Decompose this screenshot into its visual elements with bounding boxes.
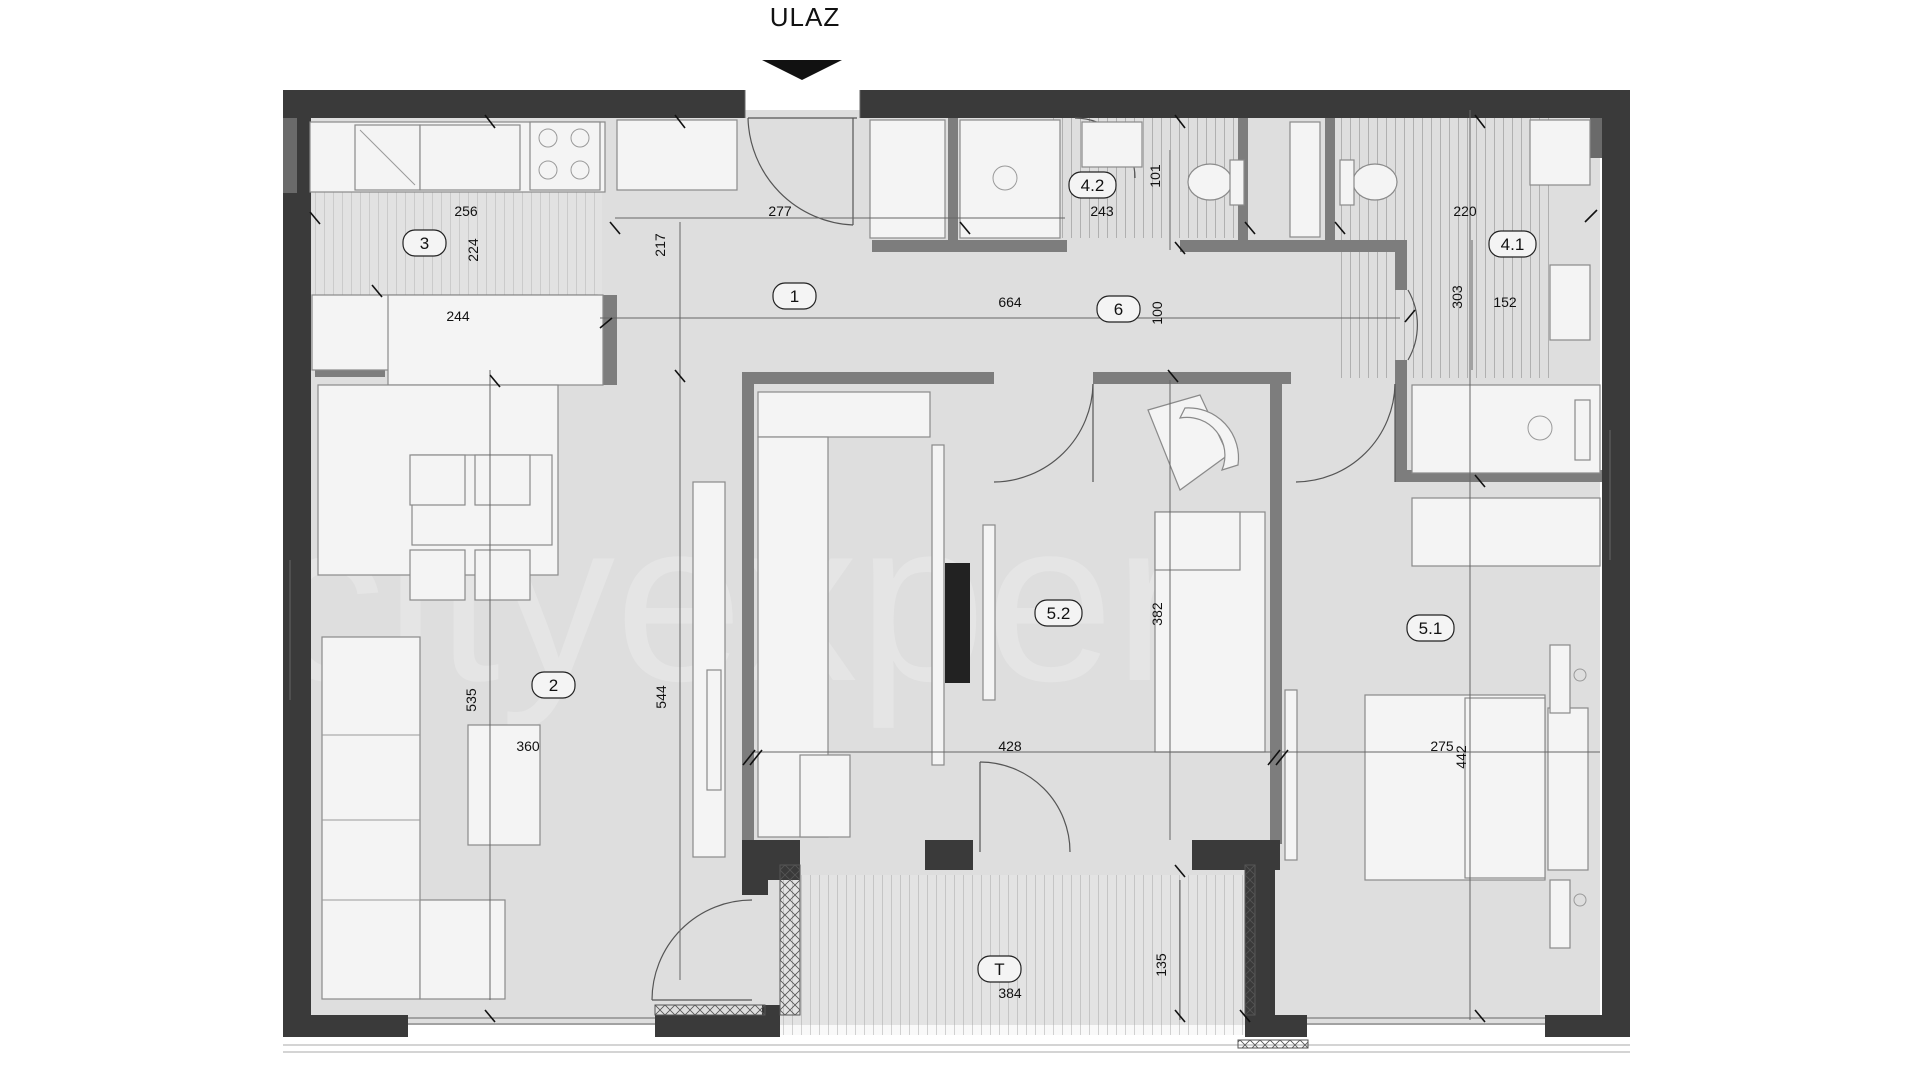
dim-535: 535 <box>463 688 479 712</box>
dim-428: 428 <box>998 738 1022 754</box>
bathroom-4-1-fixtures <box>1289 119 1601 474</box>
dim-382: 382 <box>1149 602 1165 626</box>
dim-544: 544 <box>653 685 669 709</box>
dim-224: 224 <box>465 238 481 262</box>
dim-664: 664 <box>998 294 1022 310</box>
svg-text:1: 1 <box>790 287 799 306</box>
svg-text:T: T <box>994 960 1004 979</box>
svg-text:5.2: 5.2 <box>1047 604 1071 623</box>
entrance-label: ULAZ <box>770 2 840 32</box>
dim-135: 135 <box>1153 953 1169 977</box>
svg-text:2: 2 <box>549 676 558 695</box>
terrace-floor-tint <box>780 875 1245 1035</box>
room-label-5-2: 5.2 <box>1034 599 1083 627</box>
windows <box>283 430 1630 1053</box>
svg-text:4.2: 4.2 <box>1081 176 1105 195</box>
room-labels: 3 1 6 4.2 4.1 2 5.2 5.1 <box>402 171 1537 983</box>
room-5-1-furniture <box>1284 497 1601 949</box>
dimension-labels: 256 224 217 277 243 101 220 303 152 244 … <box>446 164 1517 1001</box>
room-label-6: 6 <box>1096 295 1141 323</box>
room-label-4-2: 4.2 <box>1068 171 1117 199</box>
entrance-door <box>744 60 861 226</box>
coffee-table <box>467 724 541 846</box>
terrace-floor <box>780 875 1245 1035</box>
sofa <box>321 636 421 1000</box>
dim-101: 101 <box>1147 164 1163 188</box>
dim-243: 243 <box>1090 203 1114 219</box>
stove <box>529 121 601 191</box>
dim-256: 256 <box>454 203 478 219</box>
dim-152: 152 <box>1493 294 1517 310</box>
tv-screen <box>945 563 970 683</box>
living-room-furniture <box>317 384 726 1000</box>
dimension-lines <box>489 110 1600 1020</box>
kitchen-furniture <box>309 119 738 386</box>
svg-text:5.1: 5.1 <box>1419 619 1443 638</box>
dim-384: 384 <box>998 985 1022 1001</box>
room-label-4-1: 4.1 <box>1488 230 1537 258</box>
dim-275: 275 <box>1430 738 1454 754</box>
room-label-3: 3 <box>402 229 447 257</box>
entrance-arrow-icon <box>762 60 842 80</box>
dim-244: 244 <box>446 308 470 324</box>
dim-303: 303 <box>1449 285 1465 309</box>
svg-text:6: 6 <box>1114 300 1123 319</box>
room-label-2: 2 <box>531 671 576 699</box>
dim-360: 360 <box>516 738 540 754</box>
outer-walls <box>283 90 1630 1037</box>
interior-walls <box>315 118 1602 1049</box>
kitchen-floor-tint <box>312 190 602 295</box>
dim-217: 217 <box>652 233 668 257</box>
wardrobe <box>1411 497 1601 567</box>
dim-442: 442 <box>1453 745 1469 769</box>
svg-text:4.1: 4.1 <box>1501 235 1525 254</box>
dim-277: 277 <box>768 203 792 219</box>
room-label-5-1: 5.1 <box>1406 614 1455 642</box>
room-label-1: 1 <box>772 282 817 310</box>
svg-text:3: 3 <box>420 234 429 253</box>
dim-100: 100 <box>1149 301 1165 325</box>
dim-220: 220 <box>1453 203 1477 219</box>
room-5-2-furniture <box>757 391 1266 838</box>
room-label-t: T <box>977 955 1022 983</box>
dimension-ticks <box>309 114 1598 1023</box>
interior-doors <box>651 117 1418 1001</box>
